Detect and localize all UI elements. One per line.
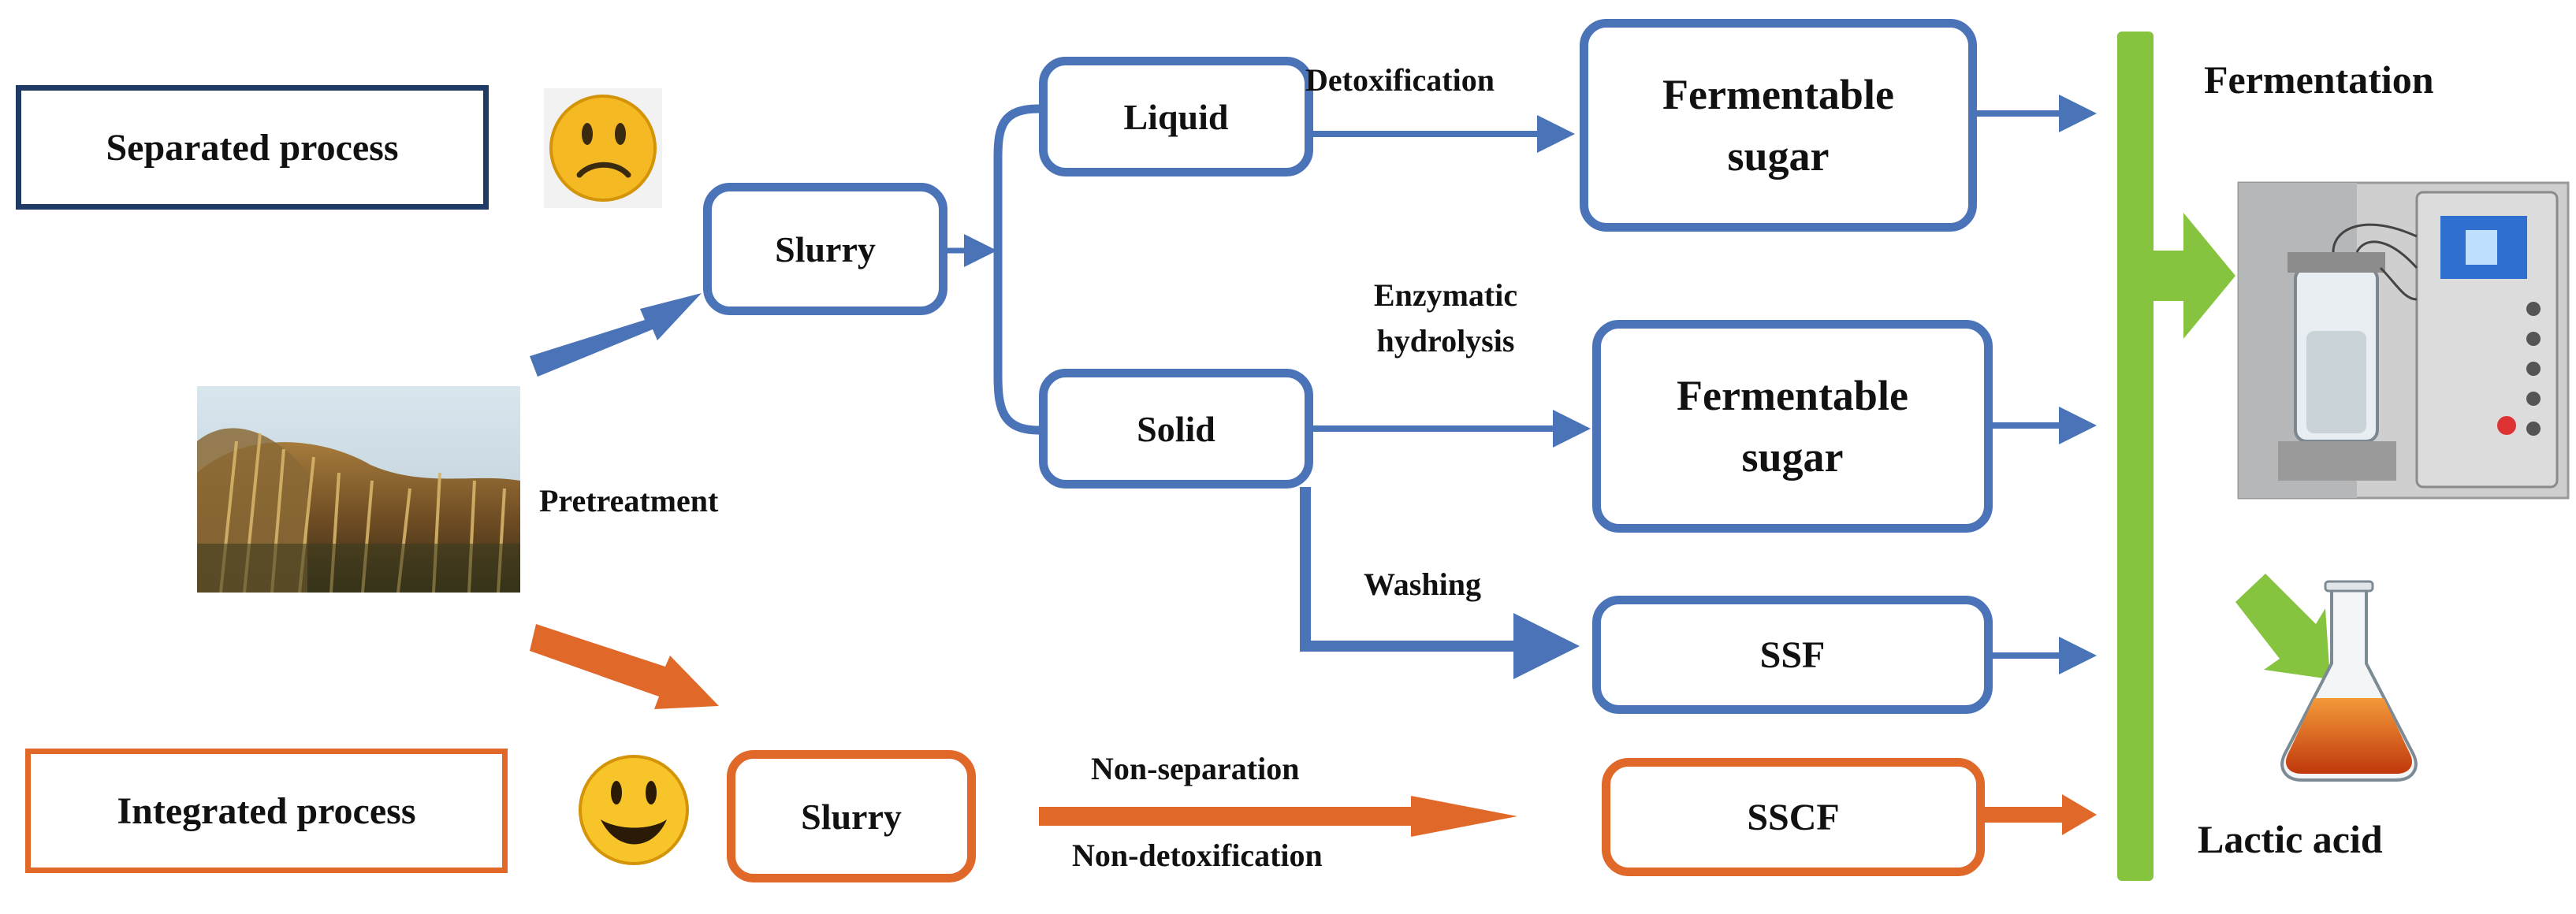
integrated-process-label: Integrated process: [25, 749, 508, 873]
enzymatic-hydrolysis-label: Enzymatic hydrolysis: [1373, 277, 1518, 359]
non-detoxification-label: Non-detoxification: [1072, 838, 1323, 873]
slurry-top-box: Slurry: [703, 183, 947, 315]
liquid-box: Liquid: [1039, 57, 1313, 176]
split-bracket: [993, 104, 1040, 435]
pretreatment-label: Pretreatment: [539, 483, 719, 518]
fermentable-sugar-box-1: Fermentable sugar: [1580, 19, 1977, 232]
fermentable-sugar-box-2: Fermentable sugar: [1592, 320, 1993, 533]
sad-face-icon: [544, 88, 662, 208]
erlenmeyer-flask-icon: [2280, 580, 2418, 782]
non-separation-label: Non-separation: [1091, 751, 1300, 786]
washing-label: Washing: [1364, 567, 1481, 602]
arrow-sscf-to-fermentation: [1985, 794, 2097, 835]
integrated-process-text: Integrated process: [117, 790, 416, 832]
separated-process-text: Separated process: [106, 126, 399, 169]
arrow-to-slurry-bottom: [530, 624, 719, 709]
solid-box: Solid: [1039, 369, 1313, 489]
arrow-to-bioreactor: [2153, 213, 2235, 339]
arrow-to-slurry-top: [530, 293, 702, 377]
slurry-bottom-box: Slurry: [727, 750, 976, 882]
arrow-washing: [1300, 487, 1580, 679]
lactic-acid-label: Lactic acid: [2198, 817, 2383, 861]
sscf-box: SSCF: [1602, 758, 1985, 876]
detoxification-label: Detoxification: [1305, 62, 1495, 98]
bioreactor-photo: [2237, 181, 2570, 500]
ssf-box: SSF: [1592, 596, 1993, 714]
smiley-face-icon: [579, 755, 689, 865]
fermentation-label: Fermentation: [2204, 58, 2434, 102]
fermentation-bar: [2117, 32, 2153, 881]
separated-process-label: Separated process: [16, 85, 489, 210]
arrow-non-separation: [1039, 796, 1517, 837]
wheat-field-photo: [197, 386, 520, 593]
arrow-to-lactic-acid: [2235, 574, 2330, 679]
